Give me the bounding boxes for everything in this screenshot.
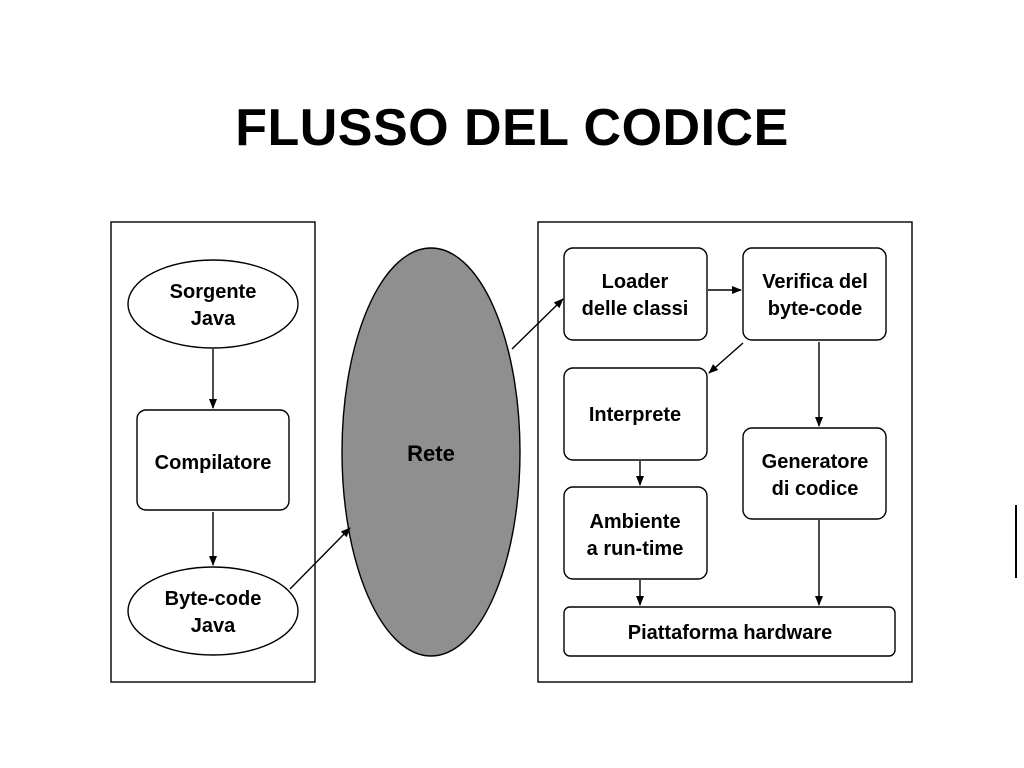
node-sorgente-java-line2: Java	[191, 308, 236, 330]
node-loader-line2: delle classi	[582, 298, 689, 320]
node-interprete-label: Interprete	[589, 404, 681, 426]
node-loader-line1: Loader	[602, 271, 669, 293]
node-ambiente-line2: a run-time	[587, 538, 684, 560]
node-generatore-line1: Generatore	[762, 451, 869, 473]
runtime-side-container	[537, 221, 913, 683]
node-bytecode-java-line1: Byte-code	[165, 588, 262, 610]
slide-title: FLUSSO DEL CODICE	[235, 99, 789, 157]
node-rete: Rete	[341, 247, 521, 657]
node-rete-label: Rete	[407, 441, 455, 466]
node-verifica-bytecode: Verifica del byte-code	[742, 247, 887, 341]
node-piattaforma-label: Piattaforma hardware	[628, 622, 833, 644]
compile-side-container	[110, 221, 316, 683]
node-ambiente-runtime: Ambiente a run-time	[563, 486, 708, 580]
arrow-bytecode-to-rete	[289, 527, 351, 590]
arrow-rete-to-loader	[511, 298, 564, 350]
node-bytecode-java-line2: Java	[191, 615, 236, 637]
node-ambiente-line1: Ambiente	[589, 511, 680, 533]
node-sorgente-java: Sorgente Java	[127, 259, 299, 349]
arrow-verifica-to-interprete	[708, 342, 744, 374]
node-interprete: Interprete	[563, 367, 708, 461]
node-bytecode-java: Byte-code Java	[127, 566, 299, 656]
node-sorgente-java-line1: Sorgente	[170, 281, 257, 303]
node-compilatore: Compilatore	[136, 409, 290, 511]
node-verifica-line1: Verifica del	[762, 271, 868, 293]
node-loader-classi: Loader delle classi	[563, 247, 708, 341]
node-compilatore-label: Compilatore	[155, 452, 272, 474]
node-piattaforma-hardware: Piattaforma hardware	[563, 606, 896, 657]
node-generatore-codice: Generatore di codice	[742, 427, 887, 520]
node-generatore-line2: di codice	[772, 478, 859, 500]
node-verifica-line2: byte-code	[768, 298, 862, 320]
